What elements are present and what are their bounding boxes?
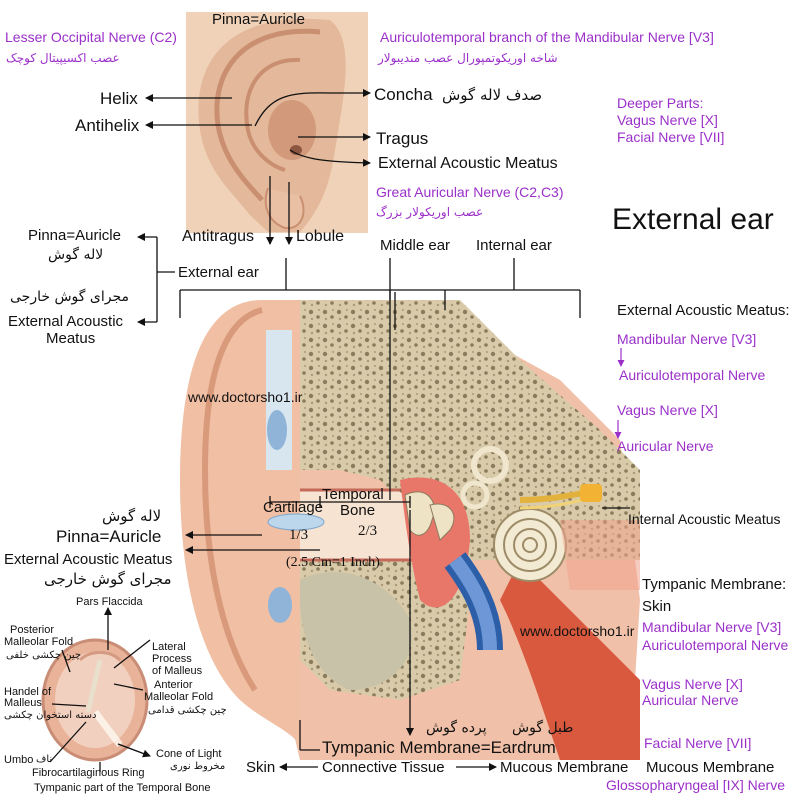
eam-vagus-label: Vagus Nerve [X] bbox=[617, 402, 718, 418]
eam-nerves-heading: External Acoustic Meatus: bbox=[617, 302, 790, 319]
skin-label: Skin bbox=[246, 759, 276, 776]
concha-label: Concha bbox=[374, 85, 433, 104]
inset-anterior-2: Malleolar Fold bbox=[144, 691, 214, 703]
antitragus-label: Antitragus bbox=[182, 228, 255, 245]
inset-lateral-1: Lateral bbox=[152, 641, 186, 653]
lesser-occipital-fa-label: عصب اکسیپیتال کوچک bbox=[6, 51, 120, 65]
cross-section-illustration bbox=[180, 300, 640, 760]
two-thirds-label: 2/3 bbox=[358, 523, 378, 539]
inset-lateral-3: of Malleus bbox=[152, 665, 203, 677]
internal-acoustic-meatus-label: Internal Acoustic Meatus bbox=[628, 511, 781, 527]
one-third-label: 1/3 bbox=[289, 527, 309, 543]
inset-posterior-fold-fa: چین چکشی خلفی bbox=[6, 650, 82, 661]
tm-auricular-label: Auricular Nerve bbox=[642, 692, 739, 708]
deeper-vagus-label: Vagus Nerve [X] bbox=[617, 112, 718, 128]
inset-fibrocartilaginous-ring: Fibrocartilaginous Ring bbox=[32, 767, 145, 779]
inset-cone-fa: مخروط نوری bbox=[170, 761, 226, 772]
inset-lateral-2: Process bbox=[152, 653, 192, 665]
tragus-label: Tragus bbox=[376, 129, 429, 148]
deeper-facial-label: Facial Nerve [VII] bbox=[617, 129, 725, 145]
watermark-top: www.doctorsho1.ir bbox=[188, 389, 303, 405]
mucous-membrane-label: Mucous Membrane bbox=[500, 759, 629, 776]
great-auricular-label: Great Auricular Nerve (C2,C3) bbox=[376, 184, 564, 200]
inset-cone-of-light: Cone of Light bbox=[156, 748, 222, 760]
inset-handle-1: Handel of bbox=[4, 686, 52, 698]
left-pinna-label: Pinna=Auricle bbox=[28, 227, 121, 244]
mid-eam-label: External Acoustic Meatus bbox=[4, 551, 173, 568]
eam-auricular-label: Auricular Nerve bbox=[617, 438, 714, 454]
inset-anterior-1: Anterior bbox=[154, 679, 193, 691]
page-title: External ear bbox=[612, 203, 774, 236]
inset-posterior-fold-2: Malleolar Fold bbox=[4, 636, 74, 648]
canal-length-label: (2.5 Cm=1 Inch) bbox=[286, 555, 380, 570]
bone-label: Bone bbox=[340, 502, 376, 519]
auriculotemporal-branch-label: Auriculotemporal branch of the Mandibula… bbox=[380, 29, 714, 45]
mid-pinna-label: Pinna=Auricle bbox=[56, 527, 162, 546]
lesser-occipital-label: Lesser Occipital Nerve (C2) bbox=[5, 29, 177, 45]
eardrum-fa2-label: طبل گوش bbox=[512, 720, 574, 736]
concha-fa-label: صدف لاله گوش bbox=[442, 86, 543, 104]
tm-vagus-label: Vagus Nerve [X] bbox=[642, 676, 743, 692]
inset-handle-fa: دسته استخوان چکشی bbox=[4, 710, 97, 721]
tm-skin-label: Skin bbox=[642, 598, 672, 615]
external-ear-label: External ear bbox=[178, 264, 259, 281]
eam-mandibular-label: Mandibular Nerve [V3] bbox=[617, 331, 757, 347]
tm-mandibular-label: Mandibular Nerve [V3] bbox=[642, 619, 782, 635]
inset-anterior-fa: چین چکشی قدامی bbox=[148, 705, 227, 716]
tm-nerves-heading: Tympanic Membrane: bbox=[642, 576, 787, 593]
pinna-photo bbox=[186, 12, 368, 233]
pointer-lines bbox=[49, 89, 630, 772]
left-pinna-fa-label: لاله گوش bbox=[48, 247, 104, 263]
great-auricular-fa-label: عصب اوریکولار بزرگ bbox=[376, 205, 484, 219]
left-eam-label-line2: Meatus bbox=[46, 330, 96, 347]
mid-pinna-fa-label: لاله گوش bbox=[102, 507, 162, 525]
eardrum-fa-label: پرده گوش bbox=[426, 720, 487, 736]
inset-tympanic-part: Tympanic part of the Temporal Bone bbox=[34, 782, 211, 794]
inset-umbo: Umbo bbox=[4, 754, 34, 766]
pinna-heading: Pinna=Auricle bbox=[212, 11, 305, 28]
auriculotemporal-fa-label: شاخه اوریکوتمپورال عصب مندیبولار bbox=[378, 51, 558, 65]
eam-auriculotemporal-label: Auriculotemporal Nerve bbox=[619, 367, 766, 383]
temporal-label: Temporal bbox=[322, 486, 384, 503]
cartilage-label: Cartilage bbox=[263, 499, 324, 516]
left-eam-fa-label: مجرای گوش خارجی bbox=[10, 289, 129, 305]
tympanic-membrane-label: Tympanic Membrane=Eardrum bbox=[322, 738, 556, 757]
internal-ear-label: Internal ear bbox=[476, 237, 552, 254]
left-eam-label-line1: External Acoustic bbox=[8, 313, 124, 330]
nerve-arrows bbox=[614, 348, 625, 439]
helix-label: Helix bbox=[100, 89, 138, 108]
lobule-label: Lobule bbox=[296, 228, 345, 245]
tm-facial-label: Facial Nerve [VII] bbox=[644, 735, 752, 751]
connective-tissue-label: Connective Tissue bbox=[322, 759, 445, 776]
tm-glossopharyngeal-label: Glossopharyngeal [IX] Nerve bbox=[606, 777, 785, 793]
inset-pars-flaccida: Pars Flaccida bbox=[76, 596, 143, 608]
deeper-parts-label: Deeper Parts: bbox=[617, 95, 704, 111]
antihelix-label: Antihelix bbox=[75, 116, 140, 135]
inset-umbo-fa: ناف bbox=[36, 754, 53, 765]
middle-ear-label: Middle ear bbox=[380, 237, 451, 254]
mid-eam-fa-label: مجرای گوش خارجی bbox=[44, 570, 172, 588]
tm-auriculotemporal-label: Auriculotemporal Nerve bbox=[642, 637, 789, 653]
inset-handle-2: Malleus bbox=[4, 697, 42, 709]
eam-top-label: External Acoustic Meatus bbox=[378, 155, 558, 172]
tm-mucous-label: Mucous Membrane bbox=[646, 759, 775, 776]
inset-posterior-fold-1: Posterior bbox=[10, 624, 55, 636]
watermark-bottom: www.doctorsho1.ir bbox=[520, 623, 635, 639]
